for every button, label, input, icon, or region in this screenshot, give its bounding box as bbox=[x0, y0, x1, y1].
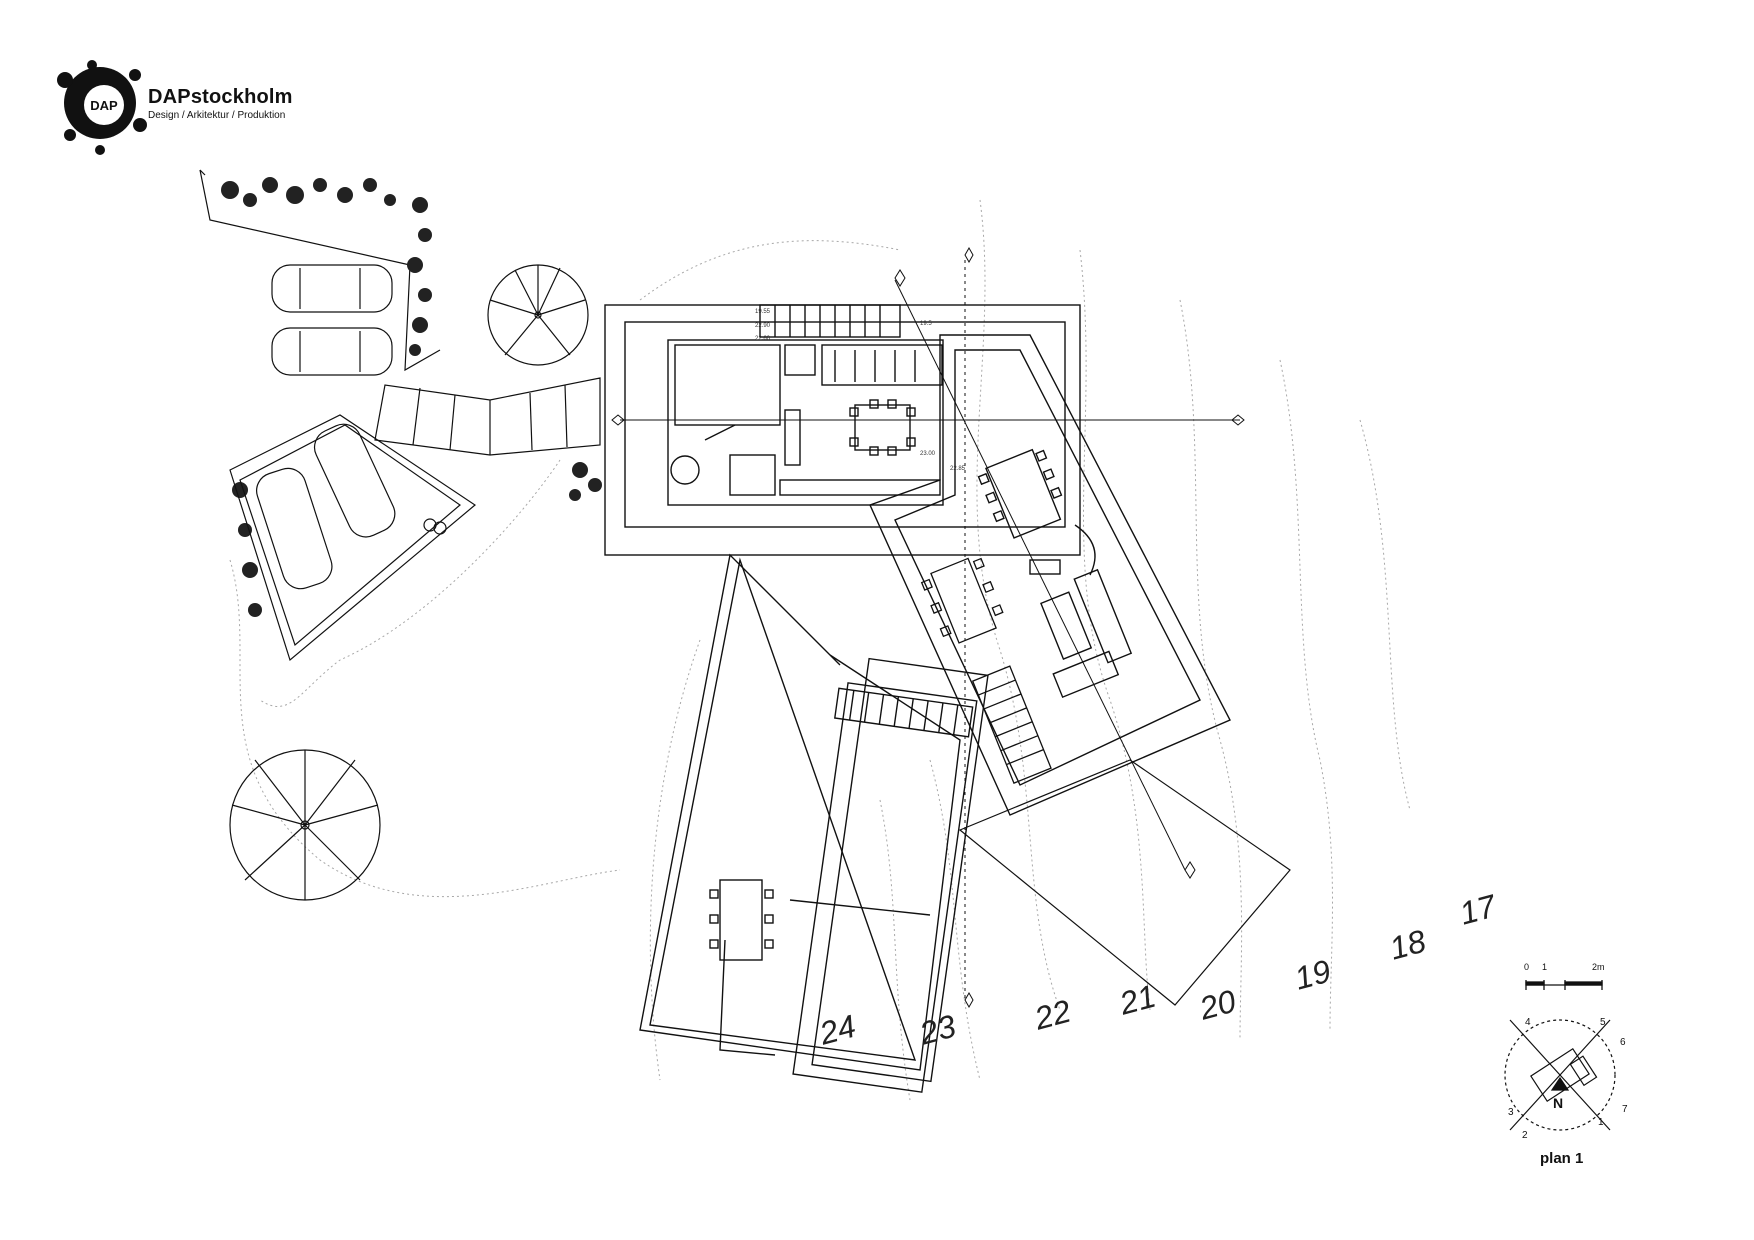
parking-area bbox=[199, 169, 441, 376]
compass-number: 5 bbox=[1600, 1017, 1606, 1028]
terrain-contours bbox=[229, 199, 1411, 1101]
shrubs bbox=[221, 177, 602, 617]
stair-north bbox=[759, 304, 901, 338]
south-terrace bbox=[958, 759, 1291, 1006]
contour-label: 21 bbox=[1115, 978, 1160, 1022]
carport bbox=[229, 414, 476, 662]
room-bedroom bbox=[674, 344, 781, 426]
pool-deck bbox=[639, 553, 989, 1093]
terrace-stair bbox=[971, 665, 1052, 784]
compass-number: 3 bbox=[1508, 1107, 1514, 1118]
contour-label: 24 bbox=[815, 1008, 860, 1052]
compass-number: 2 bbox=[1522, 1130, 1528, 1141]
brand-name: DAPstockholm bbox=[148, 86, 293, 108]
contour-label: 20 bbox=[1195, 983, 1240, 1027]
pool-stair bbox=[834, 687, 974, 738]
compass-rose bbox=[1504, 1019, 1616, 1131]
tree bbox=[487, 264, 589, 366]
contour-label: 19 bbox=[1291, 953, 1335, 997]
pool bbox=[811, 657, 989, 1083]
logo-mark-text: DAP bbox=[90, 98, 118, 113]
dap-logo: DAP bbox=[57, 60, 147, 155]
compass-number: 6 bbox=[1620, 1037, 1626, 1048]
contour-label: 23 bbox=[915, 1008, 960, 1052]
dining-table bbox=[854, 404, 911, 451]
elevation-label: 19.5 bbox=[920, 321, 932, 327]
contour-label: 17 bbox=[1456, 887, 1501, 931]
parked-car bbox=[313, 423, 396, 538]
house-living-wing bbox=[869, 334, 1231, 816]
entrance-path bbox=[374, 377, 601, 456]
house-main-wing bbox=[604, 304, 1081, 556]
contour-label: 22 bbox=[1030, 993, 1075, 1037]
section-lines bbox=[611, 246, 1245, 1009]
elevation-label: 22.60 bbox=[755, 336, 771, 342]
scale-label: 2m bbox=[1592, 962, 1605, 972]
parked-car bbox=[256, 467, 333, 590]
parked-car bbox=[271, 264, 393, 313]
terrace bbox=[920, 557, 1052, 784]
compass-north-label: N bbox=[1553, 1095, 1563, 1111]
brand-block: DAPstockholm Design / Arkitektur / Produ… bbox=[148, 86, 293, 121]
elevation-label: 22.90 bbox=[755, 323, 771, 329]
compass-number: 7 bbox=[1622, 1104, 1628, 1115]
elevation-label: 19.55 bbox=[755, 309, 771, 315]
scale-label: 0 bbox=[1524, 962, 1530, 972]
outdoor-table bbox=[930, 557, 997, 644]
brand-tagline: Design / Arkitektur / Produktion bbox=[148, 110, 286, 121]
compass-number: 4 bbox=[1525, 1017, 1531, 1028]
dining-table bbox=[985, 448, 1062, 539]
outdoor-table bbox=[719, 879, 763, 961]
elevation-label: 22.85 bbox=[950, 466, 966, 472]
elevation-label: 23.00 bbox=[920, 451, 936, 457]
plan-title: plan 1 bbox=[1540, 1150, 1584, 1167]
scale-label: 1 bbox=[1542, 962, 1548, 972]
contour-label: 18 bbox=[1386, 923, 1430, 967]
tree bbox=[229, 749, 381, 901]
scale-bar bbox=[1525, 980, 1603, 990]
compass-number: 1 bbox=[1598, 1117, 1604, 1128]
parked-car bbox=[271, 327, 393, 376]
